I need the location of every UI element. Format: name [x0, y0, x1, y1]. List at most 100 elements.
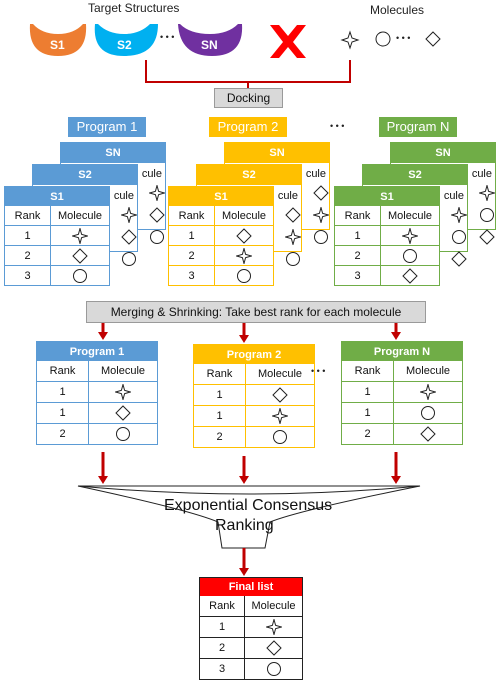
table-row: 2 — [335, 245, 439, 266]
molecule-cell — [244, 637, 302, 659]
table-row: 1 — [37, 402, 157, 424]
docking-bracket — [145, 60, 351, 88]
table-row: 2 — [200, 637, 302, 659]
stack-card-s1-col-molecule: Molecule — [214, 206, 273, 226]
diamond-icon — [420, 426, 436, 442]
four-point-star-icon — [451, 207, 467, 223]
rank-cell: 1 — [342, 381, 394, 403]
final-list-table-col-molecule: Molecule — [244, 596, 302, 617]
table-row: 1 — [5, 225, 109, 246]
molecule-cell — [393, 402, 462, 424]
rank-cell: 1 — [335, 225, 381, 246]
rank-cell: 2 — [5, 245, 51, 266]
four-point-star-icon — [236, 247, 252, 264]
molecule-cell — [88, 381, 157, 403]
rank-cell: 3 — [335, 265, 381, 285]
rank-cell: 2 — [37, 423, 89, 444]
stack-card-s1-col-molecule: Molecule — [50, 206, 109, 226]
rank-cell: 3 — [200, 658, 245, 679]
molecule-cell — [245, 659, 303, 680]
rank-cell: 1 — [200, 616, 245, 638]
merged-dots: • • • — [311, 366, 326, 376]
rank-cell: 3 — [169, 265, 215, 285]
merged-table-n-col-rank: Rank — [342, 361, 394, 382]
molecule-cell — [215, 266, 274, 286]
flow-arrowhead — [239, 335, 249, 343]
four-point-star-icon — [72, 227, 88, 244]
circle-icon — [286, 252, 300, 266]
table-row: 2 — [5, 245, 109, 266]
table-row: 2 — [342, 423, 462, 444]
molecule-cell — [214, 225, 273, 246]
circle-icon — [266, 662, 281, 676]
molecule-cell — [50, 245, 109, 266]
rank-cell: 2 — [200, 637, 245, 659]
top-graphics — [29, 24, 441, 88]
merged-table-2-col-rank: Rank — [194, 364, 246, 385]
circle-icon — [273, 430, 287, 444]
merged-table-1-col-molecule: Molecule — [88, 361, 157, 382]
stack-card-s1-title: S1 — [335, 187, 439, 206]
stack-card-s1-title: S1 — [5, 187, 109, 206]
four-point-star-icon — [420, 384, 436, 400]
stack-card-title: S2 — [197, 165, 301, 185]
four-point-star-icon — [265, 619, 282, 635]
molecule-cell — [393, 381, 462, 403]
rank-cell: 1 — [342, 402, 394, 424]
diamond-icon — [149, 207, 165, 223]
molecule-cell — [51, 266, 110, 286]
circle-icon — [480, 208, 494, 222]
target-s2-shape — [94, 24, 158, 56]
table-row: 1 — [194, 405, 314, 427]
target-s2-label: S2 — [117, 38, 132, 52]
stack-card-column-fragment: cule — [141, 168, 162, 180]
target-sn-shape — [178, 24, 243, 56]
circle-icon — [122, 252, 136, 266]
molecule-star-icon — [340, 30, 360, 50]
four-point-star-icon — [121, 207, 137, 223]
diamond-icon — [451, 251, 467, 267]
stack-card-title: SN — [225, 143, 329, 163]
molecule-cell — [380, 225, 439, 246]
flow-arrowhead — [391, 332, 401, 340]
four-point-star-icon — [285, 229, 301, 245]
molecules-label: Molecules — [370, 3, 425, 17]
rank-cell: 1 — [37, 402, 89, 424]
rank-cell: 1 — [194, 384, 246, 406]
stack-card-column-fragment: cule — [471, 168, 492, 180]
flow-arrowhead — [98, 476, 108, 484]
diamond-icon — [236, 227, 252, 244]
circle-icon — [421, 406, 435, 420]
table-row: 1 — [342, 402, 462, 424]
merging-box: Merging & Shrinking: Take best rank for … — [86, 301, 426, 323]
molecule-cell — [88, 402, 157, 424]
flow-arrowhead — [391, 476, 401, 484]
diamond-icon — [115, 405, 131, 421]
rank-cell: 1 — [169, 225, 215, 246]
table-row: 3 — [200, 658, 303, 680]
program-1-label: Program 1 — [68, 117, 146, 137]
final-list-table-col-rank: Rank — [200, 596, 245, 617]
stack-card-title: S2 — [33, 165, 137, 185]
molecule-cell — [244, 616, 302, 638]
table-row: 1 — [342, 381, 462, 403]
stack-card-column-fragment: cule — [113, 190, 134, 202]
stack-card-s1-col-rank: Rank — [335, 206, 381, 226]
target-s1-label: S1 — [50, 38, 65, 52]
rank-cell: 2 — [335, 245, 381, 266]
rank-cell: 2 — [342, 423, 394, 444]
red-cross-icon — [270, 25, 306, 58]
diamond-icon — [402, 267, 418, 284]
diamond-icon — [285, 207, 301, 223]
molecule-cell — [245, 384, 314, 406]
rank-cell: 2 — [194, 426, 246, 447]
table-row: 1 — [169, 225, 273, 246]
stack-card-title: SN — [61, 143, 165, 163]
target-s1-shape — [29, 24, 87, 56]
merged-table-2-col-molecule: Molecule — [245, 364, 314, 385]
